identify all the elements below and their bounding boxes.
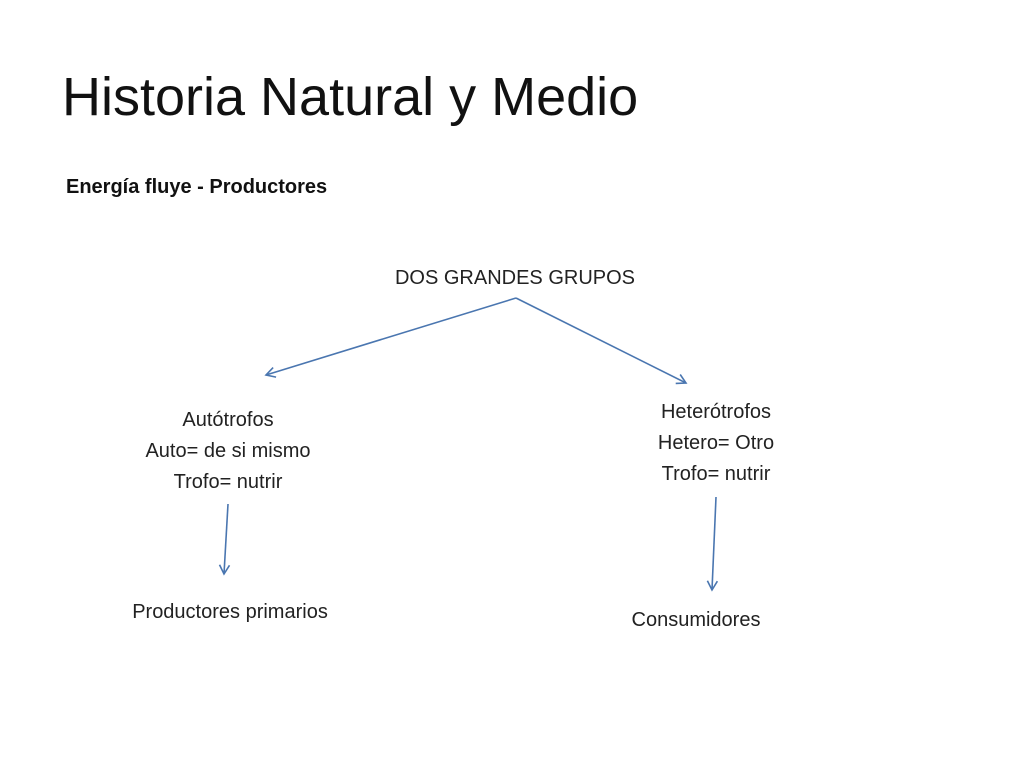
arrow-autotrofos-to-productores bbox=[218, 503, 231, 576]
autotrofos-definition-trofo: Trofo= nutrir bbox=[173, 471, 283, 493]
heterotrofos-definition-hetero: Hetero= Otro bbox=[657, 432, 775, 454]
heterotrofos-definition-trofo: Trofo= nutrir bbox=[661, 463, 771, 485]
consumidores-node: Consumidores bbox=[631, 609, 761, 631]
root-node: DOS GRANDES GRUPOS bbox=[394, 267, 636, 289]
arrow-root-to-autotrofos bbox=[264, 297, 517, 378]
arrow-heterotrofos-to-consumidores bbox=[706, 496, 719, 592]
arrow-root-to-heterotrofos bbox=[515, 297, 688, 385]
autotrofos-definition-auto: Auto= de si mismo bbox=[145, 440, 311, 462]
autotrofos-title: Autótrofos bbox=[182, 409, 274, 431]
slide-title: Historia Natural y Medio bbox=[62, 67, 639, 127]
productores-primarios-node: Productores primarios bbox=[132, 601, 328, 623]
autotrofos-node: Autótrofos Auto= de si mismo Trofo= nutr… bbox=[108, 405, 348, 498]
heterotrofos-node: Heterótrofos Hetero= Otro Trofo= nutrir bbox=[596, 397, 836, 490]
slide-subtitle: Energía fluye - Productores bbox=[66, 176, 328, 198]
heterotrofos-title: Heterótrofos bbox=[660, 401, 772, 423]
